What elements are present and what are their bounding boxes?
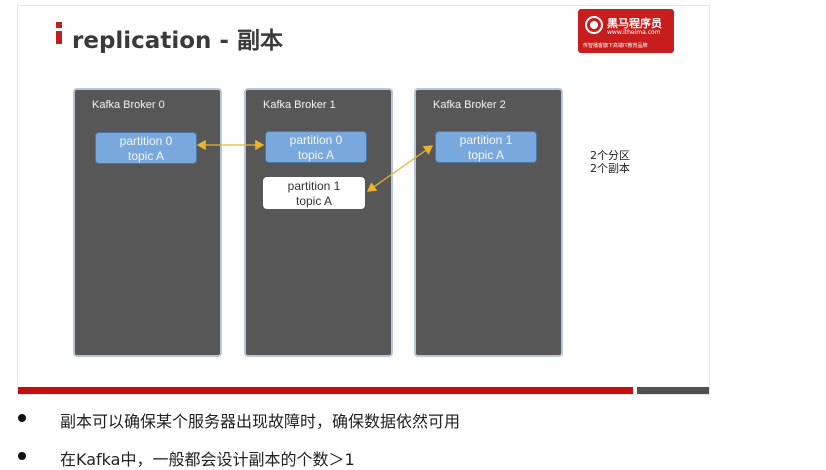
partition-name: partition 1 [287, 179, 341, 193]
partition-name: partition 0 [289, 133, 343, 147]
partition-topic: topic A [295, 194, 333, 208]
logo-url: www.itheima.com [607, 29, 661, 36]
slide: replication - 副本 黑马程序员 www.itheima.com 传… [17, 5, 710, 395]
partition-box: partition 1 topic A [435, 131, 537, 163]
partition-box: partition 0 topic A [265, 131, 367, 163]
logo-name: 黑马程序员 [607, 17, 662, 30]
broker-1: Kafka Broker 1 partition 0 topic A parti… [244, 88, 393, 357]
partition-name: partition 0 [119, 134, 173, 148]
partition-name: partition 1 [459, 133, 513, 147]
slide-title: replication - 副本 [72, 28, 283, 54]
broker-2: Kafka Broker 2 partition 1 topic A [414, 88, 563, 357]
replication-arrows [196, 139, 434, 192]
partition-box: partition 0 topic A [95, 132, 197, 164]
broker-label: Kafka Broker 1 [263, 99, 336, 111]
partition-topic: topic A [127, 149, 165, 163]
footer-bar-dark [637, 387, 709, 394]
broker-label: Kafka Broker 2 [433, 99, 506, 111]
side-note-line: 2个分区 [590, 149, 630, 162]
replication-arrow-1 [366, 145, 434, 192]
bullet-text: 副本可以确保某个服务器出现故障时，确保数据依然可用 [60, 412, 461, 431]
partition-topic: topic A [297, 148, 335, 162]
broker-0: Kafka Broker 0 partition 0 topic A [73, 88, 222, 357]
broker-label: Kafka Broker 0 [92, 99, 165, 111]
logo-slogan: 传智播客旗下高端IT教育品牌 [583, 43, 648, 49]
bullet-text: 在Kafka中，一般都会设计副本的个数＞1 [60, 450, 355, 469]
bullet-dot-icon [18, 414, 26, 422]
partition-box-replica: partition 1 topic A [263, 177, 365, 209]
title-marker-icon [56, 22, 62, 50]
partition-topic: topic A [467, 148, 505, 162]
bullet-dot-icon [18, 452, 26, 460]
logo-icon [585, 16, 603, 34]
side-note: 2个分区 2个副本 [590, 149, 630, 175]
side-note-line: 2个副本 [590, 162, 630, 175]
footer-bar-red [18, 387, 633, 394]
brand-logo: 黑马程序员 www.itheima.com 传智播客旗下高端IT教育品牌 [578, 9, 674, 53]
